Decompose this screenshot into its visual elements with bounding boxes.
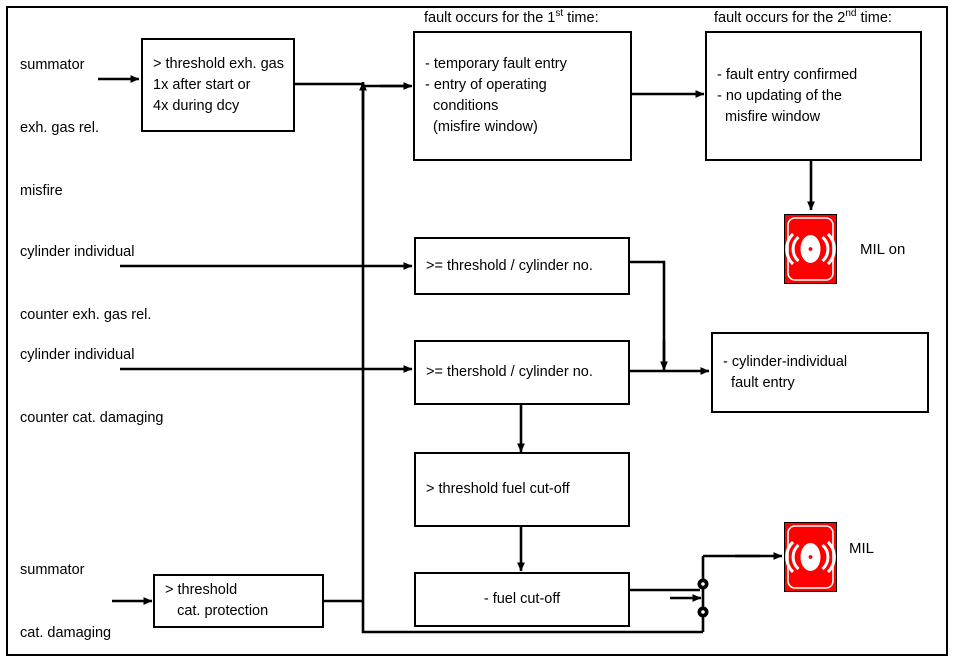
- input-label-cyl-counter-cat: cylinder individual counter cat. damagin…: [20, 303, 163, 471]
- box-line: 4x during dcy: [153, 97, 240, 114]
- mil-lamp-bottom-label: MIL: [849, 540, 875, 557]
- header-second-fault-suffix: time:: [856, 9, 892, 26]
- header-second-fault-prefix: fault occurs for the 2: [714, 9, 846, 26]
- input-label-line: counter cat. damaging: [20, 410, 164, 426]
- box-fault-entry-confirmed[interactable]: - fault entry confirmed - no updating of…: [705, 31, 922, 161]
- box-thershold-cylinder-no-2[interactable]: >= thershold / cylinder no.: [414, 340, 630, 405]
- input-label-line: cylinder individual: [20, 244, 135, 260]
- box-cylinder-individual-fault-entry[interactable]: - cylinder-individual fault entry: [711, 332, 929, 413]
- input-label-line: exh. gas rel.: [20, 120, 99, 136]
- box-line: 1x after start or: [153, 76, 251, 93]
- header-first-fault-prefix: fault occurs for the 1: [424, 9, 556, 26]
- box-line: misfire window: [717, 108, 821, 125]
- box-fuel-cut-off[interactable]: - fuel cut-off: [414, 572, 630, 627]
- box-threshold-cat-protection[interactable]: > threshold cat. protection: [153, 574, 324, 628]
- mil-warning-lamp-icon: [785, 525, 836, 589]
- input-label-line: summator: [20, 562, 85, 578]
- input-label-line: misfire: [20, 183, 63, 199]
- box-line: fault entry: [723, 374, 795, 391]
- box-line: - entry of operating: [425, 77, 547, 93]
- box-threshold-cylinder-no-1[interactable]: >= threshold / cylinder no.: [414, 237, 630, 295]
- input-label-line: cylinder individual: [20, 347, 135, 363]
- box-temporary-fault-entry[interactable]: - temporary fault entry - entry of opera…: [413, 31, 632, 161]
- input-label-summator-cat-damaging: summator cat. damaging misfire fzkats: [20, 518, 111, 670]
- box-line: - no updating of the: [717, 87, 842, 104]
- mil-lamp-bottom[interactable]: [784, 522, 837, 592]
- box-line: conditions: [425, 98, 499, 114]
- box-line: - fault entry confirmed: [717, 66, 858, 83]
- box-line: > threshold fuel cut-off: [426, 481, 570, 497]
- mil-lamp-top[interactable]: [784, 214, 837, 284]
- box-line: >= threshold / cylinder no.: [426, 257, 593, 274]
- header-first-fault-sup: st: [555, 8, 564, 19]
- header-first-fault: fault occurs for the 1st time:: [424, 8, 599, 26]
- input-label-cyl-counter-exh-gas: cylinder individual counter exh. gas rel…: [20, 200, 151, 368]
- box-line: >= thershold / cylinder no.: [426, 364, 593, 380]
- box-line: (misfire window): [425, 119, 538, 135]
- box-line: > threshold: [165, 582, 238, 598]
- header-second-fault-sup: nd: [845, 8, 857, 19]
- box-line: - cylinder-individual: [723, 353, 848, 370]
- input-label-line: summator: [20, 57, 85, 73]
- box-line: cat. protection: [165, 603, 269, 619]
- mil-warning-lamp-icon: [785, 217, 836, 281]
- input-label-line: counter exh. gas rel.: [20, 307, 152, 323]
- box-line: - temporary fault entry: [425, 56, 567, 72]
- box-line: - fuel cut-off: [483, 591, 561, 607]
- mil-lamp-top-label: MIL on: [860, 241, 906, 258]
- header-first-fault-suffix: time:: [563, 9, 599, 26]
- header-second-fault: fault occurs for the 2nd time:: [714, 8, 892, 26]
- box-threshold-exh-gas[interactable]: > threshold exh. gas 1x after start or 4…: [141, 38, 295, 132]
- diagram-outer-frame: [6, 6, 948, 656]
- box-threshold-fuel-cut-off[interactable]: > threshold fuel cut-off: [414, 452, 630, 527]
- input-label-summator-exh-gas: summator exh. gas rel. misfire: [20, 13, 99, 244]
- input-label-line: cat. damaging: [20, 625, 112, 641]
- box-line: > threshold exh. gas: [153, 55, 284, 72]
